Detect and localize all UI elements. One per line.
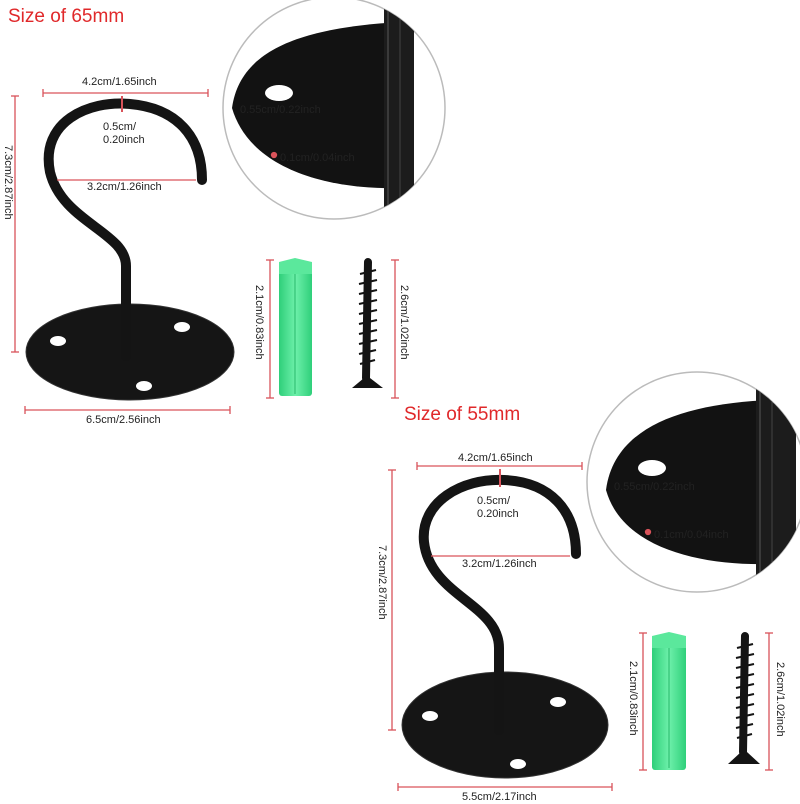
hook-width-label: 4.2cm/1.65inch	[82, 76, 157, 88]
hole-diameter-label: 0.55cm/0.22inch	[240, 104, 321, 116]
anchor-length-label: 2.1cm/0.83inch	[627, 661, 639, 736]
size-title: Size of 65mm	[8, 6, 125, 27]
wall-anchor	[652, 632, 686, 770]
wire-thickness-label: 0.5cm/ 0.20inch	[103, 121, 145, 146]
mount-hole	[422, 711, 438, 721]
mount-hole	[510, 759, 526, 769]
wire-thickness-label: 0.5cm/ 0.20inch	[477, 495, 519, 520]
plate-thickness-label: 0.1cm/0.04inch	[280, 152, 355, 164]
screw-length-label: 2.6cm/1.02inch	[398, 285, 410, 360]
zoom-detail-circle	[222, 0, 446, 220]
base-diameter-label: 5.5cm/2.17inch	[462, 791, 537, 803]
plate-thickness-label: 0.1cm/0.04inch	[654, 529, 729, 541]
mount-hole	[550, 697, 566, 707]
hook-wire	[43, 98, 207, 361]
height-label: 7.3cm/2.87inch	[376, 545, 388, 620]
base-diameter-label: 6.5cm/2.56inch	[86, 414, 161, 426]
mount-hole	[174, 322, 190, 332]
zoom-detail-circle	[586, 371, 800, 593]
hook-gap-label: 3.2cm/1.26inch	[462, 558, 537, 570]
size-title: Size of 55mm	[404, 404, 521, 425]
dimension-lines	[11, 89, 399, 414]
hook-set-55mm	[388, 371, 800, 791]
hook-wire	[418, 474, 581, 735]
hook-gap-label: 3.2cm/1.26inch	[87, 181, 162, 193]
zoom-hole	[265, 85, 293, 101]
base-plate	[401, 671, 609, 779]
screw	[352, 258, 383, 388]
hole-diameter-label: 0.55cm/0.22inch	[614, 481, 695, 493]
mount-hole	[50, 336, 66, 346]
height-label: 7.3cm/2.87inch	[2, 145, 14, 220]
hook-width-label: 4.2cm/1.65inch	[458, 452, 533, 464]
screw-length-label: 2.6cm/1.02inch	[774, 662, 786, 737]
hook-set-65mm	[11, 0, 446, 414]
screw	[728, 632, 760, 764]
mount-hole	[136, 381, 152, 391]
anchor-length-label: 2.1cm/0.83inch	[253, 285, 265, 360]
zoom-hole	[638, 460, 666, 476]
dimension-lines	[388, 462, 773, 791]
wall-anchor	[279, 258, 312, 396]
